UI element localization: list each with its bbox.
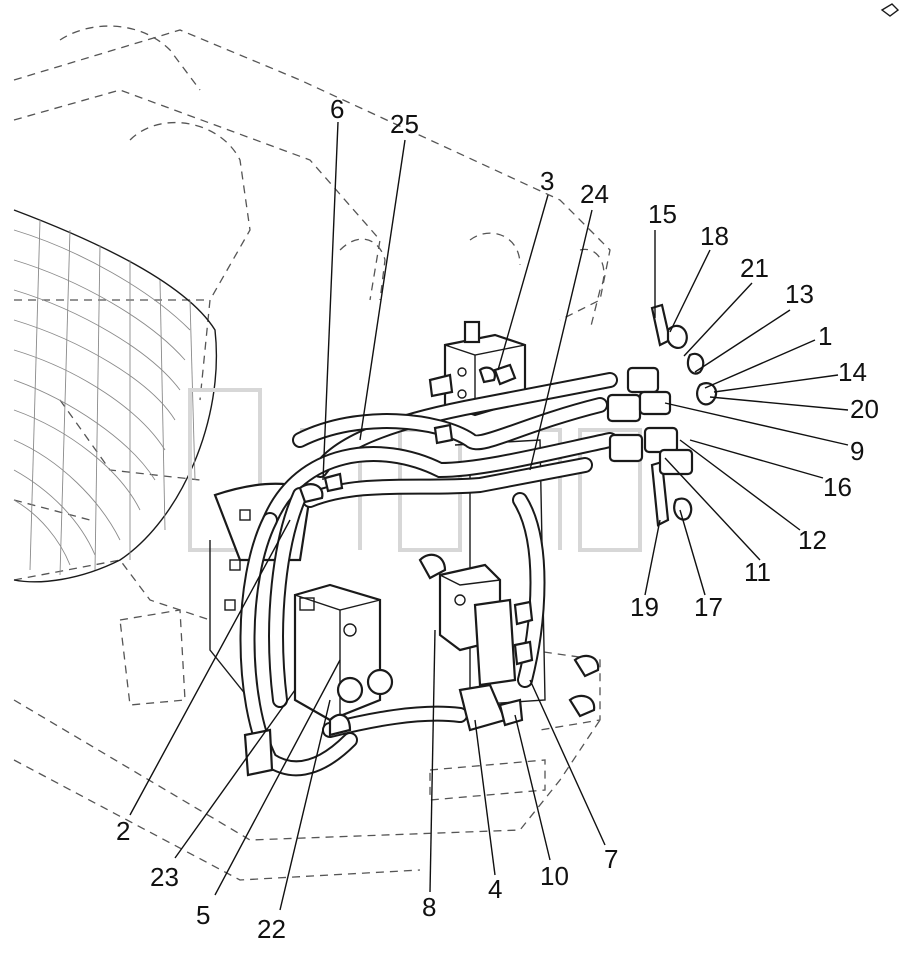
callout-9: 9 bbox=[850, 436, 864, 466]
callout-5: 5 bbox=[196, 900, 210, 930]
callout-23: 23 bbox=[150, 862, 179, 892]
elbow-fittings bbox=[298, 366, 600, 718]
machine-housing-outline bbox=[13, 25, 611, 881]
solenoid-valve bbox=[418, 553, 534, 732]
callout-1: 1 bbox=[818, 321, 832, 351]
callout-21: 21 bbox=[740, 253, 769, 283]
hydraulic-hoses bbox=[239, 372, 618, 777]
leader-lines bbox=[129, 121, 849, 911]
callout-18: 18 bbox=[700, 221, 729, 251]
cable-drum bbox=[13, 209, 218, 583]
callout-14: 14 bbox=[838, 357, 867, 387]
callout-10: 10 bbox=[540, 861, 569, 891]
bulkhead-couplings bbox=[606, 303, 718, 527]
callout-12: 12 bbox=[798, 525, 827, 555]
callout-8: 8 bbox=[422, 892, 436, 922]
callout-2: 2 bbox=[116, 816, 130, 846]
callout-6: 6 bbox=[330, 94, 344, 124]
callout-16: 16 bbox=[823, 472, 852, 502]
callout-7: 7 bbox=[604, 844, 618, 874]
corner-mark bbox=[880, 3, 900, 17]
callout-3: 3 bbox=[540, 166, 554, 196]
callout-22: 22 bbox=[257, 914, 286, 944]
callout-17: 17 bbox=[694, 592, 723, 622]
callout-24: 24 bbox=[580, 179, 609, 209]
callout-11: 11 bbox=[744, 557, 771, 587]
callout-13: 13 bbox=[785, 279, 814, 309]
callout-25: 25 bbox=[390, 109, 419, 139]
callout-19: 19 bbox=[630, 592, 659, 622]
callout-15: 15 bbox=[648, 199, 677, 229]
callout-4: 4 bbox=[488, 874, 502, 904]
callout-labels: 6 25 3 24 15 18 21 13 1 14 20 9 16 12 11… bbox=[116, 94, 879, 944]
callout-20: 20 bbox=[850, 394, 879, 424]
lower-valve-block bbox=[243, 583, 394, 777]
